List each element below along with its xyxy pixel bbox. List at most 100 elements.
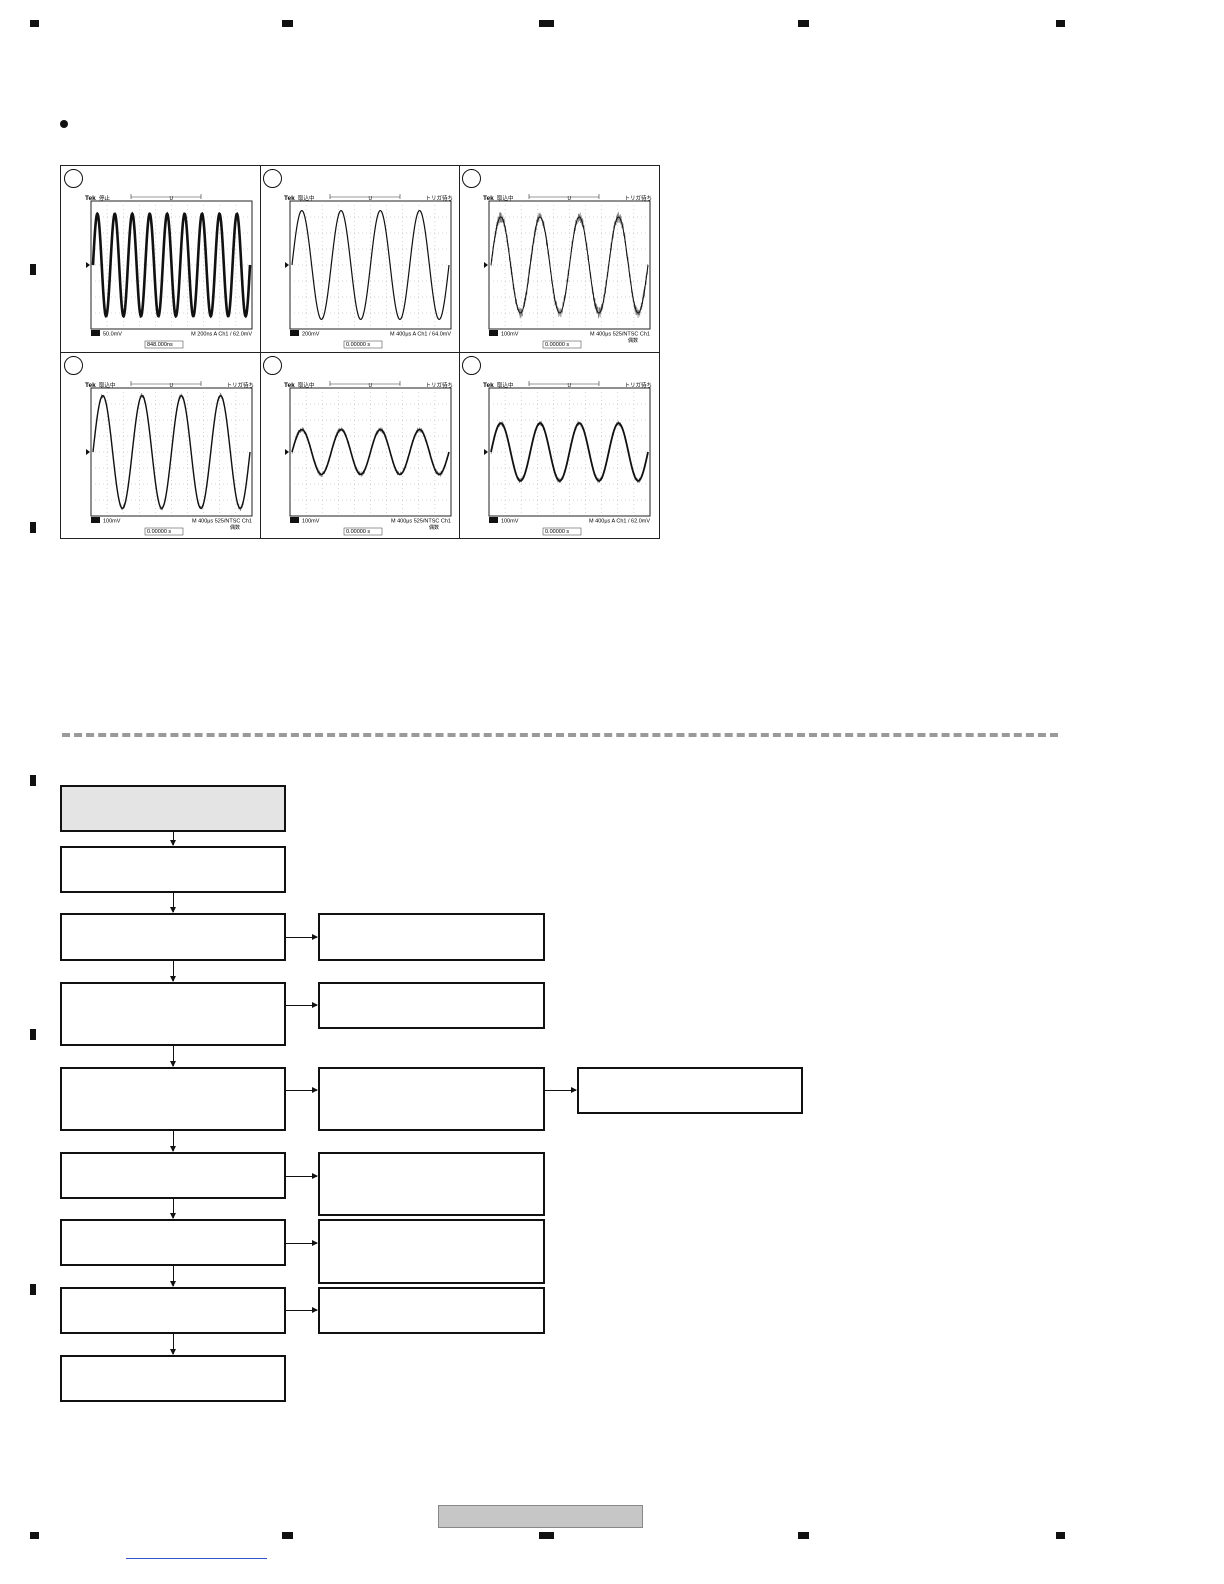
registration-mark xyxy=(539,1532,554,1539)
flow-arrow-down xyxy=(170,832,176,846)
scope-cursor-readout: 0.00000 s xyxy=(545,529,569,535)
flow-arrow-right xyxy=(286,1173,318,1179)
flow-arrow-right xyxy=(545,1087,577,1093)
trigger-position-marker: U xyxy=(568,383,572,389)
waveform-trace xyxy=(92,394,251,510)
flow-end-box xyxy=(60,1355,286,1402)
scope-brand: Tek xyxy=(284,195,295,202)
trigger-position-marker: U xyxy=(568,196,572,202)
channel-indicator xyxy=(91,330,100,336)
registration-mark xyxy=(30,1284,36,1295)
registration-mark xyxy=(30,775,36,786)
trigger-position-marker: U xyxy=(369,383,373,389)
panel-number-circle xyxy=(462,169,481,188)
flow-far-box xyxy=(577,1067,803,1114)
scope-cursor-readout: 0.00000 s xyxy=(545,342,569,348)
scope-channel-scale: 200mV xyxy=(302,332,320,338)
scope-state: 取込中 xyxy=(99,381,116,389)
scope-timebase: M 400μs A Ch1 / 62.0mV xyxy=(589,519,650,525)
scope-field-label: 偶数 xyxy=(230,524,240,531)
ground-marker xyxy=(285,262,289,268)
channel-indicator xyxy=(290,330,299,336)
section-divider xyxy=(62,733,1058,737)
registration-mark xyxy=(1056,20,1065,27)
waveform-trace xyxy=(490,422,649,482)
registration-mark xyxy=(282,1532,293,1539)
scope-channel-scale: 100mV xyxy=(302,519,320,525)
registration-mark xyxy=(30,522,36,533)
panel-number-circle xyxy=(263,356,282,375)
registration-mark xyxy=(282,20,293,27)
channel-indicator xyxy=(91,517,100,523)
trigger-position-marker: U xyxy=(170,383,174,389)
waveform-trace xyxy=(490,216,649,314)
flow-side-box xyxy=(318,1067,545,1131)
footer-link-underline[interactable] xyxy=(126,1558,267,1559)
scope-state: 停止 xyxy=(99,194,111,202)
flow-side-box xyxy=(318,982,545,1029)
scope-timebase: M 200ns A Ch1 / 62.0mV xyxy=(191,332,252,338)
flow-arrow-down xyxy=(170,1131,176,1152)
flow-step-box xyxy=(60,1152,286,1199)
scope-cursor-readout: 848.000ns xyxy=(147,342,173,348)
scope-state: 取込中 xyxy=(497,194,514,202)
waveform-trace xyxy=(291,209,450,321)
scope-timebase: M 400μs 525/NTSC Ch1 xyxy=(590,332,650,338)
readout-box xyxy=(343,527,383,536)
flow-side-box xyxy=(318,1219,545,1284)
registration-mark xyxy=(30,1029,36,1040)
scope-channel-scale: 50.0mV xyxy=(103,332,122,338)
flow-side-box xyxy=(318,1152,545,1216)
channel-indicator xyxy=(290,517,299,523)
scope-brand: Tek xyxy=(284,382,295,389)
flow-arrow-down xyxy=(170,893,176,913)
flow-step-box xyxy=(60,1287,286,1334)
trigger-position-marker: U xyxy=(369,196,373,202)
flow-side-box xyxy=(318,913,545,961)
scope-brand: Tek xyxy=(85,195,96,202)
scope-field-label: 偶数 xyxy=(429,524,439,531)
flow-arrow-right xyxy=(286,934,318,940)
panel-number-circle xyxy=(462,356,481,375)
section-bullet xyxy=(60,120,68,128)
readout-box xyxy=(542,527,582,536)
flow-step-box xyxy=(60,846,286,893)
registration-mark xyxy=(30,1532,39,1539)
scope-cursor-readout: 0.00000 s xyxy=(346,342,370,348)
scope-channel-scale: 100mV xyxy=(501,332,519,338)
flow-arrow-right xyxy=(286,1307,318,1313)
flow-arrow-right xyxy=(286,1087,318,1093)
scope-brand: Tek xyxy=(483,382,494,389)
ground-marker xyxy=(484,262,488,268)
ground-marker xyxy=(484,449,488,455)
flow-side-box xyxy=(318,1287,545,1334)
panel-number-circle xyxy=(64,356,83,375)
scope-channel-scale: 100mV xyxy=(501,519,519,525)
flow-step-box xyxy=(60,1067,286,1131)
waveform-trace xyxy=(291,428,450,476)
scope-state: 取込中 xyxy=(298,381,315,389)
channel-indicator xyxy=(489,330,498,336)
flow-arrow-down xyxy=(170,1199,176,1219)
grid-divider xyxy=(61,352,659,353)
scope-timebase: M 400μs A Ch1 / 64.0mV xyxy=(390,332,451,338)
scope-trigger-status: トリガ待ち xyxy=(425,381,453,389)
panel-number-circle xyxy=(263,169,282,188)
flow-step-box xyxy=(60,982,286,1046)
scope-trigger-status: トリガ待ち xyxy=(624,194,652,202)
scope-state: 取込中 xyxy=(497,381,514,389)
scope-trigger-status: トリガ待ち xyxy=(226,381,254,389)
readout-box xyxy=(542,340,582,349)
scope-channel-scale: 100mV xyxy=(103,519,121,525)
flow-arrow-right xyxy=(286,1240,318,1246)
flow-step-box xyxy=(60,1219,286,1266)
